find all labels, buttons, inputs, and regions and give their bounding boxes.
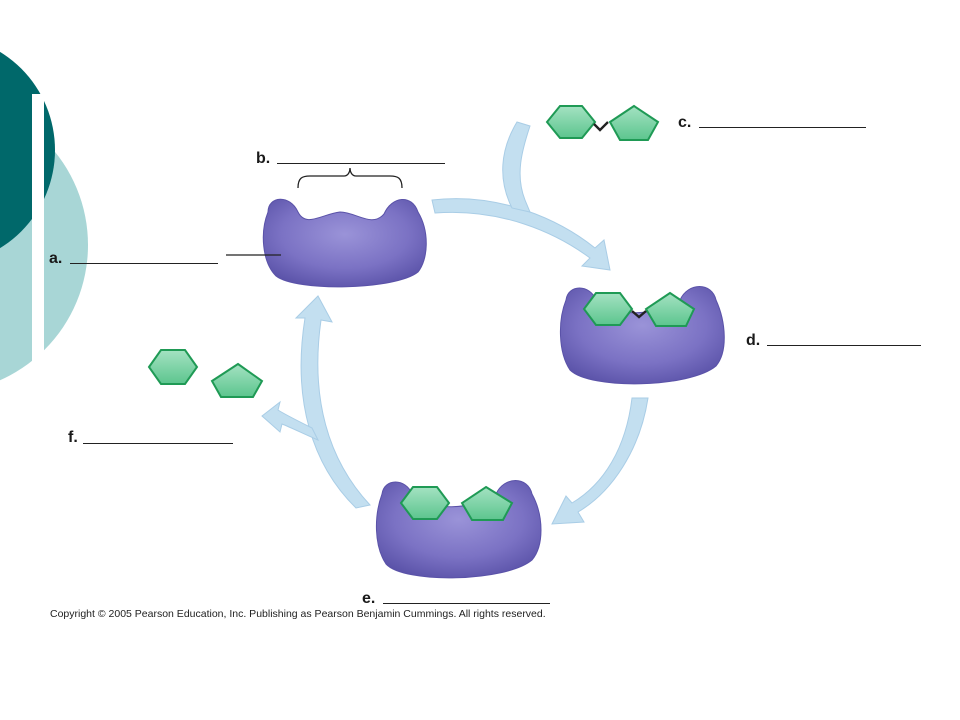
bond-icon (631, 310, 647, 319)
enzyme-products-complex (375, 480, 542, 579)
hexagon-substrate-icon (545, 105, 597, 139)
enzyme-body (375, 480, 542, 579)
arrow-catalysis (551, 397, 649, 525)
active-site-bracket (297, 167, 403, 189)
arrow-binding (431, 198, 611, 271)
label-d: d. (746, 332, 761, 349)
enzyme-free (262, 198, 427, 288)
label-a: a. (49, 250, 63, 267)
slide-theme-decoration (0, 51, 88, 394)
answer-line-c[interactable] (699, 127, 866, 128)
pentagon-product-icon (210, 362, 264, 398)
products-free (147, 349, 264, 398)
label-b: b. (256, 150, 271, 167)
answer-line-f[interactable] (83, 443, 233, 444)
hexagon-product-icon (147, 349, 199, 385)
theme-divider (32, 94, 44, 394)
answer-line-b[interactable] (277, 163, 445, 164)
copyright-notice: Copyright © 2005 Pearson Education, Inc.… (50, 608, 546, 620)
label-e: e. (362, 590, 376, 607)
hexagon-substrate-icon (582, 292, 634, 326)
cycle-arrows (261, 121, 649, 525)
answer-line-d[interactable] (767, 345, 921, 346)
label-f: f. (68, 429, 78, 446)
enzyme-substrate-complex (559, 286, 725, 385)
arrow-substrate-entry (502, 121, 531, 213)
hexagon-product-icon (399, 486, 451, 520)
pentagon-substrate-icon (644, 291, 696, 327)
enzyme-body (559, 286, 725, 385)
substrate-free (545, 104, 660, 141)
bond-icon (593, 121, 609, 132)
answer-line-a[interactable] (70, 263, 218, 264)
arrow-products-out (261, 400, 320, 441)
pentagon-product-icon (460, 485, 514, 521)
arrow-release (294, 295, 371, 509)
pentagon-substrate-icon (608, 104, 660, 141)
label-c: c. (678, 114, 692, 131)
enzyme-body (262, 198, 427, 288)
answer-line-e[interactable] (383, 603, 550, 604)
